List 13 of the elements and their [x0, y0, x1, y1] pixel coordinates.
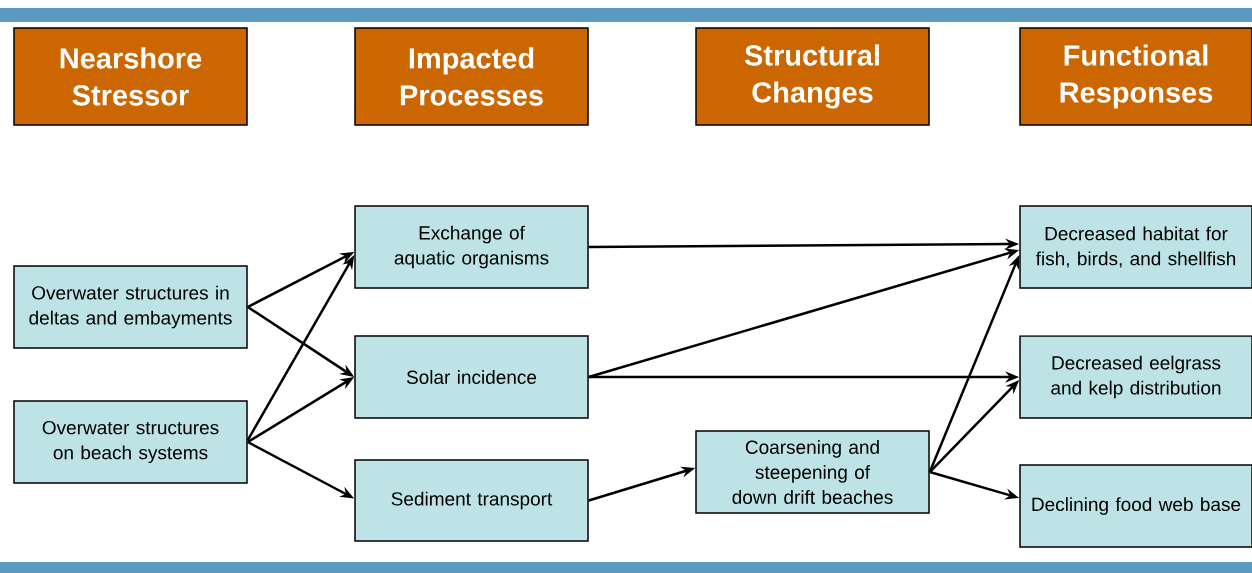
- column-header: Impacted Processes: [354, 27, 589, 126]
- process-box: Overwater structures in deltas and embayments: [13, 265, 248, 349]
- process-box: Exchange of aquatic organisms: [354, 205, 589, 289]
- column-header: Functional Responses: [1019, 27, 1252, 126]
- process-box: Declining food web base: [1019, 464, 1252, 548]
- process-box: Coarsening and steepening of down drift beaches: [695, 430, 930, 514]
- process-box: Decreased habitat for fish, birds, and shellfish: [1019, 205, 1252, 289]
- process-box: Decreased eelgrass and kelp distribution: [1019, 335, 1252, 419]
- column-header: Nearshore Stressor: [13, 27, 248, 126]
- process-box: Solar incidence: [354, 335, 589, 419]
- process-box: Overwater structures on beach systems: [13, 400, 248, 484]
- column-header: Structural Changes: [695, 27, 930, 126]
- process-box: Sediment transport: [354, 459, 589, 542]
